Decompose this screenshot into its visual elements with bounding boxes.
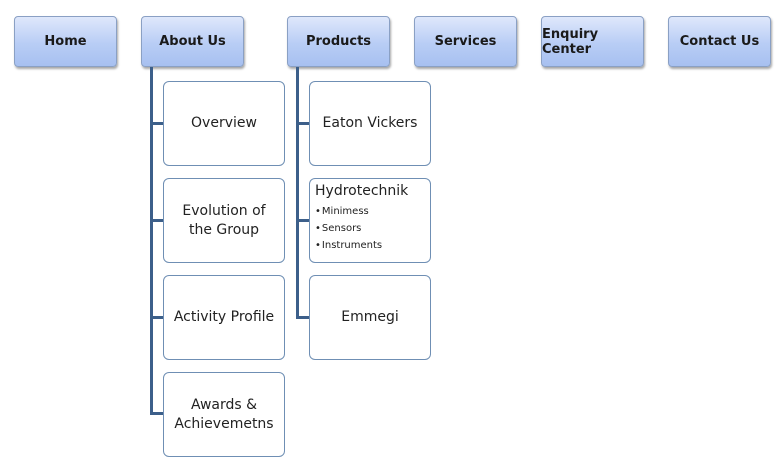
- list-item: Instruments: [315, 237, 382, 254]
- nav-products[interactable]: Products: [287, 16, 390, 67]
- about-trunk-line: [150, 67, 153, 414]
- nav-contact-us-label: Contact Us: [679, 34, 760, 49]
- nav-contact-us[interactable]: Contact Us: [668, 16, 771, 67]
- products-branch-line: [296, 219, 310, 222]
- about-branch-line: [150, 219, 164, 222]
- nav-services[interactable]: Services: [414, 16, 517, 67]
- nav-about-us[interactable]: About Us: [141, 16, 244, 67]
- about-activity-profile[interactable]: Activity Profile: [163, 275, 285, 360]
- about-branch-line: [150, 316, 164, 319]
- products-trunk-line: [296, 67, 299, 319]
- about-awards[interactable]: Awards & Achievemetns: [163, 372, 285, 457]
- products-branch-line: [296, 122, 310, 125]
- nav-home-label: Home: [44, 34, 87, 49]
- product-hydrotechnik-title: Hydrotechnik: [315, 183, 409, 199]
- about-awards-label: Awards & Achievemetns: [174, 396, 274, 432]
- nav-services-label: Services: [434, 34, 497, 49]
- product-emmegi-label: Emmegi: [341, 309, 399, 325]
- products-branch-line: [296, 316, 310, 319]
- nav-products-label: Products: [305, 34, 372, 49]
- about-overview-label: Overview: [191, 115, 257, 131]
- nav-enquiry-center[interactable]: Enquiry Center: [541, 16, 644, 67]
- nav-about-us-label: About Us: [159, 34, 226, 49]
- product-eaton-vickers-label: Eaton Vickers: [322, 115, 418, 131]
- list-item: Sensors: [315, 220, 382, 237]
- list-item: Minimess: [315, 203, 382, 220]
- about-overview[interactable]: Overview: [163, 81, 285, 166]
- about-evolution-label: Evolution of the Group: [182, 202, 266, 238]
- nav-home[interactable]: Home: [14, 16, 117, 67]
- about-activity-profile-label: Activity Profile: [173, 309, 275, 325]
- hydrotechnik-list: Minimess Sensors Instruments: [315, 203, 382, 254]
- about-evolution[interactable]: Evolution of the Group: [163, 178, 285, 263]
- product-emmegi[interactable]: Emmegi: [309, 275, 431, 360]
- nav-enquiry-center-label: Enquiry Center: [542, 26, 599, 57]
- about-branch-line: [150, 412, 164, 415]
- product-hydrotechnik[interactable]: Hydrotechnik Minimess Sensors Instrument…: [309, 178, 431, 263]
- about-branch-line: [150, 122, 164, 125]
- product-eaton-vickers[interactable]: Eaton Vickers: [309, 81, 431, 166]
